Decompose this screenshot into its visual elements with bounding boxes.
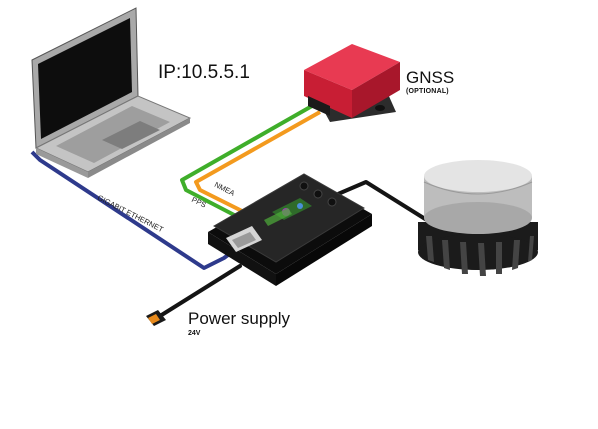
laptop-ip-label: IP:10.5.5.1 <box>158 62 250 83</box>
power-supply-label: Power supply <box>188 309 291 328</box>
laptop-icon <box>31 7 192 178</box>
power-voltage-note: 24V <box>188 330 201 337</box>
nmea-cable <box>194 110 321 216</box>
pps-cable <box>180 104 313 220</box>
gnss-receiver-icon <box>304 44 400 122</box>
lidar-sensor-icon <box>418 160 538 276</box>
lidar-cable <box>337 180 432 224</box>
ethernet-cable <box>30 150 234 270</box>
interface-box-icon <box>208 173 372 286</box>
power-connector-icon <box>146 310 166 326</box>
gnss-label: GNSS <box>406 68 455 87</box>
gnss-optional-note: (OPTIONAL) <box>406 88 449 95</box>
power-cable <box>158 264 242 318</box>
